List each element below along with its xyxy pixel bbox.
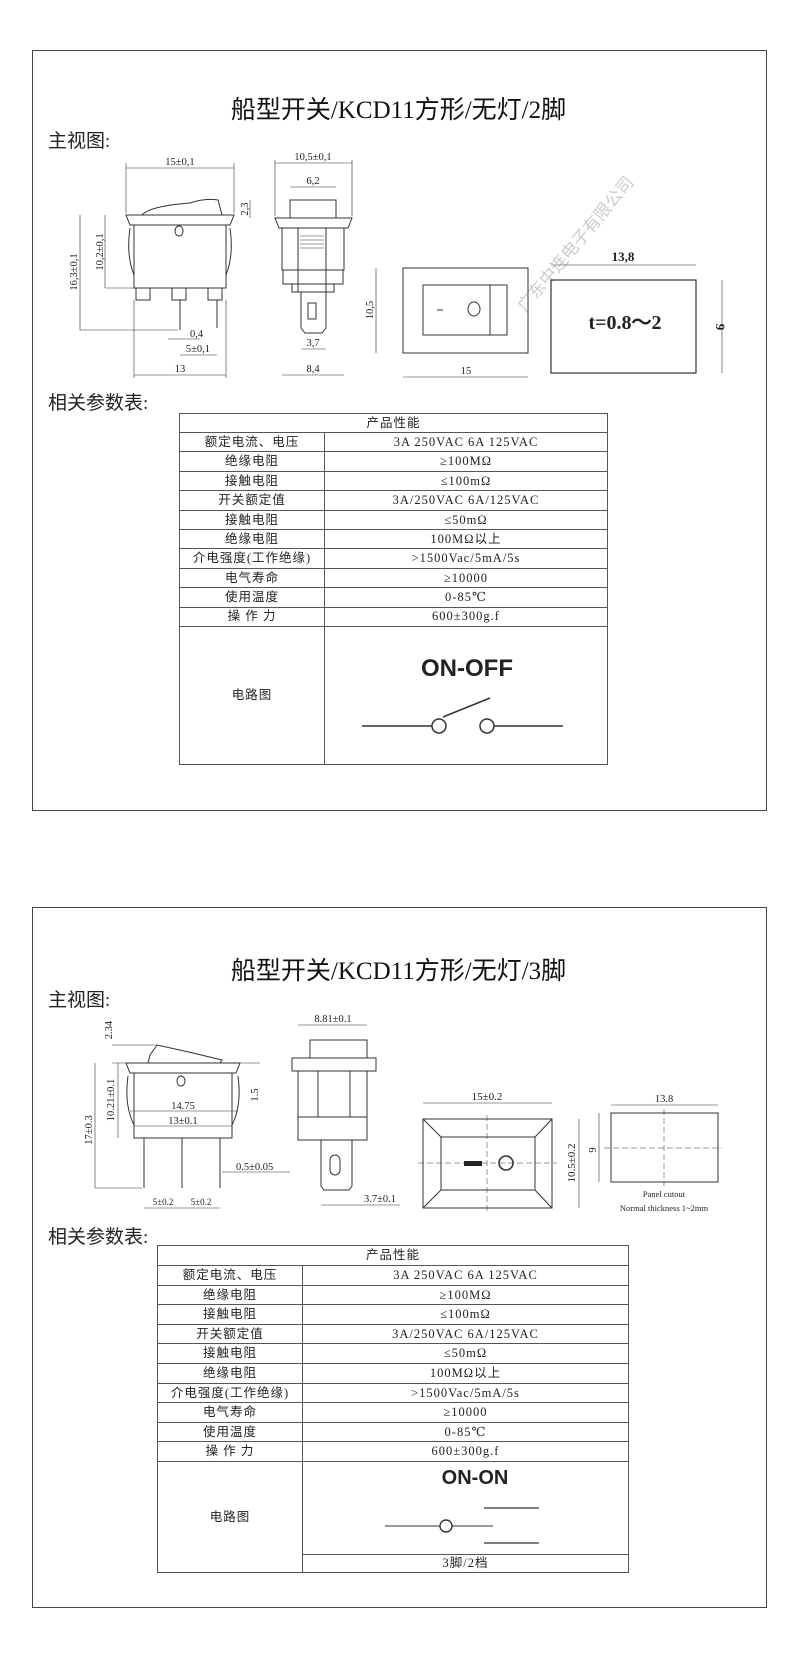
dim-cutout-height: 9 xyxy=(713,324,728,331)
param-value: 600±300g.f xyxy=(324,606,608,627)
dim-height-body: 10.21±0.1 xyxy=(106,1079,117,1122)
table-row: 接触电阻≤50mΩ xyxy=(157,1343,629,1364)
dim-panel-width: 15±0.2 xyxy=(472,1091,503,1103)
circuit-type: ON-ON xyxy=(442,1467,509,1489)
dim-cutout-width: 13.8 xyxy=(655,1094,673,1105)
sheet-1-side-view: 10,5±0,1 6,2 2,3 3,7 8,4 xyxy=(240,152,353,376)
circuit-cell xyxy=(324,625,608,765)
param-name: 开关额定值 xyxy=(157,1323,303,1345)
param-name: 介电强度(工作绝缘) xyxy=(179,548,325,569)
cutout-note: Normal thickness 1~2mm xyxy=(620,1203,709,1213)
param-value: 3A 250VAC 6A 125VAC xyxy=(324,431,608,453)
circuit-label: 电路图 xyxy=(179,625,325,765)
dim-cutout-height: 9 xyxy=(588,1147,599,1152)
dim-height-total: 17±0.3 xyxy=(84,1115,95,1144)
sheet-2-circuit-diagram: ON-ON xyxy=(385,1467,539,1544)
dim-cap-width: 6,2 xyxy=(306,176,319,187)
dim-stem-width: 3,7 xyxy=(306,338,319,349)
sheet-2-cutout-view: 13.8 9 Panel cutout Normal thickness 1~2… xyxy=(588,1094,722,1213)
circuit-row: 电路图 xyxy=(157,1460,629,1573)
table-row: 电气寿命≥10000 xyxy=(157,1402,629,1423)
circuit-type: ON-OFF xyxy=(421,655,513,682)
dim-cutout-width: 13,8 xyxy=(612,249,635,264)
dim-body-width: 13±0.1 xyxy=(168,1116,197,1127)
circuit-label: 电路图 xyxy=(157,1460,303,1573)
dim-side-width: 10,5±0,1 xyxy=(294,152,331,163)
dim-side-body: 8,4 xyxy=(306,364,320,375)
sheet-2-view-label: 主视图: xyxy=(48,990,111,1011)
dim-body-width: 13 xyxy=(175,364,186,375)
sheet-2-panel-view: 15±0.2 10.5±0.2 xyxy=(418,1091,580,1212)
dim-pin-width: 0,4 xyxy=(190,329,204,340)
table-row: 绝缘电阻≥100MΩ xyxy=(179,451,608,472)
sheet-2-front-view: 2.34 10.21±0.1 17±0.3 1.5 14.75 13±0.1 0… xyxy=(84,1020,290,1209)
circuit-note: 3脚/2档 xyxy=(302,1553,629,1573)
cutout-caption: Panel cutout xyxy=(643,1189,686,1199)
dim-panel-height: 10,5 xyxy=(365,301,376,319)
sheet-1-view-label: 主视图: xyxy=(48,131,111,152)
dim-clip: 1.5 xyxy=(250,1088,261,1101)
dim-pin-pitch-1: 5±0.2 xyxy=(153,1197,174,1207)
dim-width-top: 15±0,1 xyxy=(165,157,194,168)
table-header: 产品性能 xyxy=(157,1245,629,1266)
sheet-1-title: 船型开关/KCD11方形/无灯/2脚 xyxy=(230,97,567,124)
sheet-1-circuit-diagram: ON-OFF xyxy=(362,655,563,734)
dim-height-total: 16,3±0,1 xyxy=(69,253,80,290)
dim-side-width: 8.81±0.1 xyxy=(314,1014,351,1025)
param-name: 使用温度 xyxy=(157,1421,303,1443)
sheet-2-title: 船型开关/KCD11方形/无灯/3脚 xyxy=(230,958,567,985)
sheet-1-frame xyxy=(32,50,767,811)
sheet-2-params-label: 相关参数表: xyxy=(48,1227,149,1248)
sheet-1-params-label: 相关参数表: xyxy=(48,393,149,414)
dim-rocker-height: 2.34 xyxy=(104,1020,115,1039)
table-row: 介电强度(工作绝缘)>1500Vac/5mA/5s xyxy=(179,548,608,569)
dim-panel-width: 15 xyxy=(461,366,472,377)
param-name: 接触电阻 xyxy=(157,1343,303,1364)
param-name: 接触电阻 xyxy=(179,470,325,492)
param-name: 电气寿命 xyxy=(179,567,325,589)
dim-panel-height: 10.5±0.2 xyxy=(566,1143,578,1182)
param-name: 介电强度(工作绝缘) xyxy=(157,1382,303,1404)
circuit-cell xyxy=(302,1460,629,1555)
param-value: 0-85℃ xyxy=(324,587,608,608)
dim-pin-pitch: 5±0,1 xyxy=(186,344,210,355)
param-value: ≤50mΩ xyxy=(324,509,608,530)
sheet-2-frame xyxy=(32,907,767,1608)
param-name: 操 作 力 xyxy=(179,606,325,627)
dim-stem-width: 3.7±0.1 xyxy=(364,1194,396,1205)
dim-height-body: 10,2±0,1 xyxy=(95,233,106,270)
dim-flange-width: 14.75 xyxy=(171,1101,195,1112)
sheet-2-side-view: 8.81±0.1 3.7±0.1 xyxy=(291,1014,400,1206)
circuit-row: 电路图 xyxy=(179,625,608,765)
dim-pin-pitch-2: 5±0.2 xyxy=(191,1197,212,1207)
panel-thickness: t=0.8～2 xyxy=(588,312,661,334)
param-name: 绝缘电阻 xyxy=(179,451,325,472)
param-name: 电气寿命 xyxy=(157,1402,303,1423)
sheet-1-front-view: 15±0,1 16,3±0,1 10,2±0,1 0,4 5±0,1 13 xyxy=(69,157,235,378)
sheet-1-panel-view: 10,5 15 xyxy=(365,267,529,378)
dim-cap-height: 2,3 xyxy=(240,202,251,215)
sheet-1-cutout-view: 13,8 9 t=0.8～2 xyxy=(550,249,728,374)
dim-pin-width: 0.5±0.05 xyxy=(236,1162,273,1173)
